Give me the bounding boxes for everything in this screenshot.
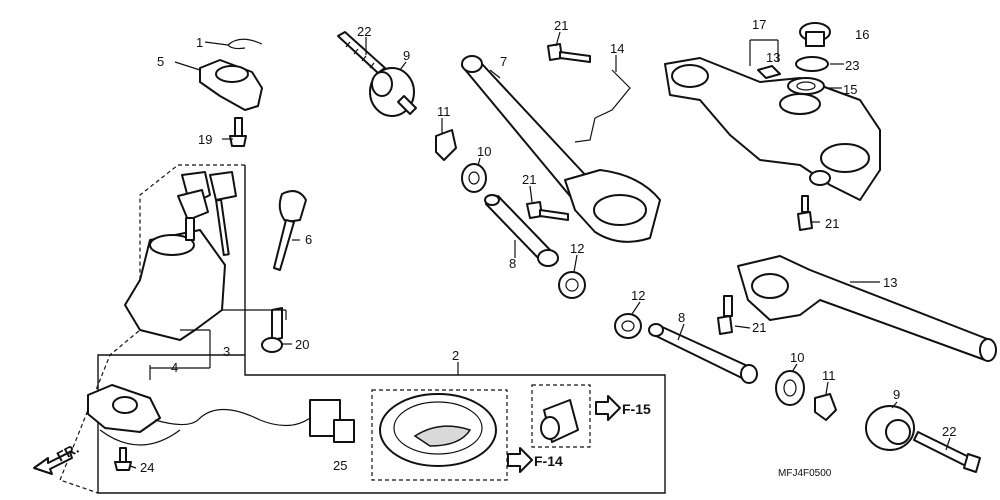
washer-15-part: [787, 77, 825, 95]
label-3: 3: [223, 344, 230, 359]
label-6: 6: [305, 232, 312, 247]
circlip-part: [227, 38, 263, 46]
screw-24-part: [114, 447, 132, 471]
group-outline: [59, 164, 666, 494]
label-21-mid: 21: [522, 172, 536, 187]
nut-12-top-part: [558, 271, 586, 299]
bolt-22-top-part: [337, 31, 386, 74]
label-23: 23: [845, 58, 859, 73]
top-bridge-part: [664, 57, 881, 201]
label-12-right: 12: [631, 288, 645, 303]
nut-12-right-part: [614, 313, 642, 339]
bolt-21-a-part: [547, 43, 591, 63]
label-21-right: 21: [752, 320, 766, 335]
label-21-top: 21: [554, 18, 568, 33]
bolt-22-right-part: [913, 431, 981, 473]
label-17: 17: [752, 17, 766, 32]
ref-f14: F-14: [534, 453, 563, 469]
part-labels: 1 5 19 22 9 21 7 14 17 16 13 23 15 11 10…: [140, 17, 956, 475]
label-7: 7: [500, 54, 507, 69]
bolt-21-b-part: [526, 201, 569, 221]
pipe-8-top-part: [484, 194, 559, 267]
label-2: 2: [452, 348, 459, 363]
collar-10-right-part: [775, 370, 805, 406]
label-22-top: 22: [357, 24, 371, 39]
label-10-right: 10: [790, 350, 804, 365]
label-25: 25: [333, 458, 347, 473]
label-15: 15: [843, 82, 857, 97]
seat-lock-subgroup-box: [531, 384, 591, 448]
label-9-top: 9: [403, 48, 410, 63]
steering-lock-part: [379, 393, 497, 467]
key-6-part: [273, 190, 307, 271]
harness-sensor-part: [87, 384, 355, 446]
wire-clip-part: [574, 69, 631, 143]
bolt-21-d-part: [717, 295, 733, 335]
pipe-8-right-part: [648, 323, 758, 384]
right-handlebar-part: [737, 255, 997, 362]
front-direction-arrow: [33, 451, 73, 475]
ignition-switch-part: [124, 171, 237, 341]
label-11-right: 11: [822, 368, 836, 383]
bar-end-weight-right-part: [865, 405, 915, 451]
f14-arrow: [507, 447, 533, 473]
left-handlebar-part: [461, 55, 661, 243]
label-19: 19: [198, 132, 212, 147]
screw-20-part: [261, 307, 283, 353]
label-10-top: 10: [477, 144, 491, 159]
label-5: 5: [157, 54, 164, 69]
collar-10-top-part: [461, 163, 487, 193]
label-9-right: 9: [893, 387, 900, 402]
screw-19-part: [229, 117, 247, 147]
label-11-top: 11: [437, 104, 451, 119]
key-cylinder-cap-part: [199, 59, 263, 111]
leader-lines: [129, 31, 951, 469]
nut-23-part: [795, 56, 829, 72]
f15-arrow: [595, 395, 621, 421]
label-16: 16: [855, 27, 869, 42]
bar-end-weight-top-part: [369, 67, 417, 117]
rubber-cap-13-part: [757, 65, 781, 79]
label-22-right: 22: [942, 424, 956, 439]
label-14: 14: [610, 41, 624, 56]
label-8-right: 8: [678, 310, 685, 325]
label-1: 1: [196, 35, 203, 50]
bolt-21-c-part: [797, 195, 813, 231]
label-13-right: 13: [883, 275, 897, 290]
label-4: 4: [171, 360, 178, 375]
label-24: 24: [140, 460, 154, 475]
clip-11-top-part: [435, 129, 457, 161]
label-21-bridge: 21: [825, 216, 839, 231]
label-8-top: 8: [509, 256, 516, 271]
seat-lock-cylinder-part: [540, 399, 579, 443]
label-20: 20: [295, 337, 309, 352]
label-13-top: 13: [766, 50, 780, 65]
clip-11-right-part: [814, 393, 837, 421]
label-12-top: 12: [570, 241, 584, 256]
ref-f15: F-15: [622, 401, 651, 417]
stem-nut-cap-16-part: [799, 22, 831, 47]
diagram-code: MFJ4F0500: [778, 468, 832, 479]
